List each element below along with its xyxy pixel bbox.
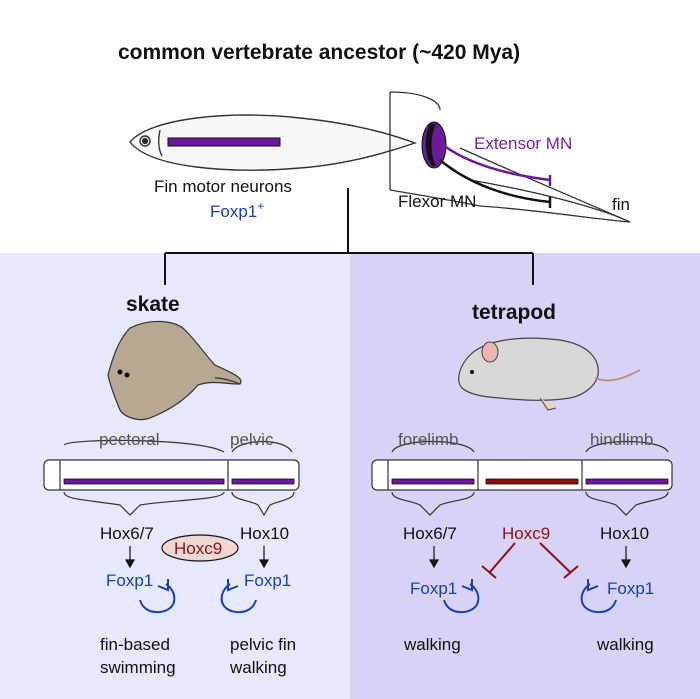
hoxc9-inhibition [481,542,579,579]
skate-foxp1-left: Foxp1 [106,571,154,590]
hoxc9-oval [161,534,239,562]
fin-label: fin [612,195,630,214]
skate-spinal-cord [43,459,300,491]
diagram-title: common vertebrate ancestor (~420 Mya) [118,41,521,64]
skate-hox-left: Hox6/7 [100,524,154,543]
tetrapod-arrows [428,546,632,569]
tetrapod-outcome-left: walking [404,635,461,654]
extensor-mn-label: Extensor MN [474,134,573,153]
tetrapod-hox-right: Hox10 [600,524,650,543]
foxp1-plus-label: Foxp1+ [210,199,265,221]
tetrapod-spinal-cord [371,459,673,491]
skate-arrows [124,546,270,569]
mouse-illustration [458,337,641,411]
skate-autoreg-loops [139,579,257,614]
skate-brackets [63,439,295,517]
skate-outcome-right-2: walking [230,658,287,677]
extensor-axon [442,143,552,186]
skate-hox-right: Hox10 [240,524,290,543]
motor-neuron-column [167,137,281,147]
tetrapod-outcome-right: walking [597,635,654,654]
flexor-axon [439,159,552,208]
skate-foxp1-right: Foxp1 [244,571,292,590]
skate-pectoral-mn [63,478,225,485]
pectoral-label: pectoral [99,430,160,449]
fin-mn-label: Fin motor neurons [154,177,292,196]
skate-illustration [107,320,242,421]
hindlimb-label: hindlimb [590,430,654,449]
tetrapod-forelimb-mn [391,478,475,485]
skate-outcome-left-2: swimming [100,658,176,677]
tetrapod-thoracic-mn [485,478,579,485]
skate-heading: skate [126,293,180,316]
tetrapod-hox-left: Hox6/7 [403,524,457,543]
skate-outcome-left-1: fin-based [100,635,170,654]
phylogeny-tree [164,188,534,285]
pelvic-label: pelvic [230,430,274,449]
fin-schematic [389,91,631,223]
skate-hoxc9: Hoxc9 [174,539,223,558]
skate-pelvic-mn [231,478,295,485]
tetrapod-foxp1-left: Foxp1 [410,579,458,598]
forelimb-label: forelimb [398,430,459,449]
tetrapod-brackets [391,440,669,516]
tetrapod-autoreg-loops [443,579,617,614]
tetrapod-heading: tetrapod [472,301,556,324]
tetrapod-hoxc9: Hoxc9 [502,524,551,543]
neural-tube-dark [425,124,436,166]
tetrapod-hindlimb-mn [585,478,669,485]
flexor-mn-label: Flexor MN [398,192,477,211]
skate-outcome-right-1: pelvic fin [230,635,297,654]
tetrapod-foxp1-right: Foxp1 [607,579,655,598]
